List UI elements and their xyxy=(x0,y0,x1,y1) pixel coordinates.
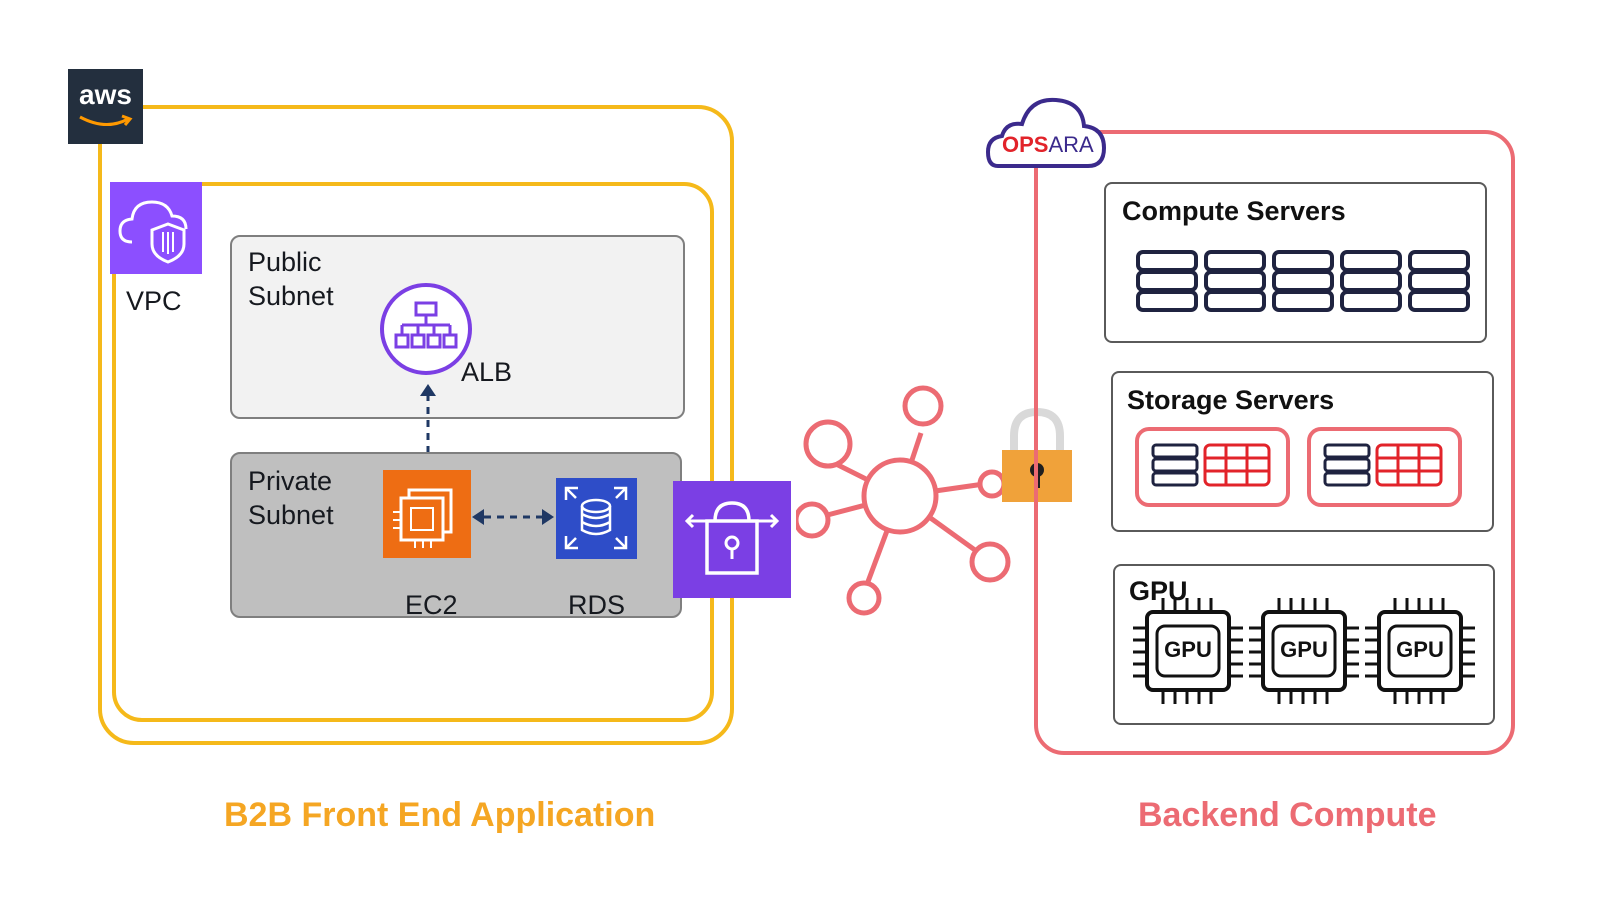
gpu-chip-icon: GPU xyxy=(1247,594,1361,708)
ec2-chip-icon xyxy=(383,470,471,558)
aws-logo-icon: aws xyxy=(68,69,143,144)
storage-unit xyxy=(1307,427,1462,507)
gpu-chip-label: GPU xyxy=(1280,637,1328,662)
public-subnet-label-line1: Public xyxy=(248,247,322,277)
storage-server-icon xyxy=(1323,443,1443,487)
storage-unit xyxy=(1135,427,1290,507)
network-hub-icon xyxy=(796,385,1011,616)
aws-account-boundary xyxy=(98,105,734,745)
rds-database-icon xyxy=(556,478,637,559)
rds-label: RDS xyxy=(568,590,626,620)
compute-server-racks xyxy=(1136,250,1470,312)
opsara-logo-text-bold: OPS xyxy=(1002,132,1049,157)
server-rack-icon xyxy=(1272,250,1334,312)
vpc-boundary xyxy=(112,182,714,722)
compute-servers-panel: Compute Servers xyxy=(1104,182,1487,343)
backend-caption: Backend Compute xyxy=(1138,796,1437,834)
private-subnet-label-line2: Subnet xyxy=(248,500,334,530)
private-link-lock-icon xyxy=(673,481,791,598)
ec2-label: EC2 xyxy=(405,590,458,620)
public-subnet-label-line2: Subnet xyxy=(248,281,334,311)
vpc-cloud-shield-icon xyxy=(110,182,202,274)
storage-server-icon xyxy=(1151,443,1271,487)
opsara-logo: OPSARA xyxy=(986,92,1108,170)
storage-servers-panel: Storage Servers xyxy=(1111,371,1494,532)
storage-servers-title: Storage Servers xyxy=(1127,385,1335,415)
gpu-chip-icon: GPU xyxy=(1363,594,1477,708)
server-rack-icon xyxy=(1204,250,1266,312)
gpu-chip-label: GPU xyxy=(1396,637,1444,662)
gpu-chip-icon: GPU xyxy=(1131,594,1245,708)
gpu-title: GPU xyxy=(1129,576,1188,606)
gpu-panel: GPU GPU GPU xyxy=(1113,564,1495,725)
alb-icon xyxy=(378,281,474,382)
alb-label: ALB xyxy=(461,357,513,387)
backend-boundary xyxy=(1034,130,1515,755)
opsara-cloud-icon xyxy=(986,97,1107,168)
aws-smile-icon xyxy=(79,114,133,126)
vpc-label: VPC xyxy=(126,286,182,316)
ec2-rds-connector xyxy=(472,509,554,525)
server-rack-icon xyxy=(1136,250,1198,312)
private-subnet-label-line1: Private xyxy=(248,466,333,496)
aws-logo-text: aws xyxy=(79,79,132,110)
compute-servers-title: Compute Servers xyxy=(1122,196,1346,226)
server-rack-icon xyxy=(1408,250,1470,312)
server-rack-icon xyxy=(1340,250,1402,312)
opsara-logo-text-light: ARA xyxy=(1048,132,1094,157)
gpu-chip-label: GPU xyxy=(1164,637,1212,662)
frontend-caption: B2B Front End Application xyxy=(224,796,656,834)
